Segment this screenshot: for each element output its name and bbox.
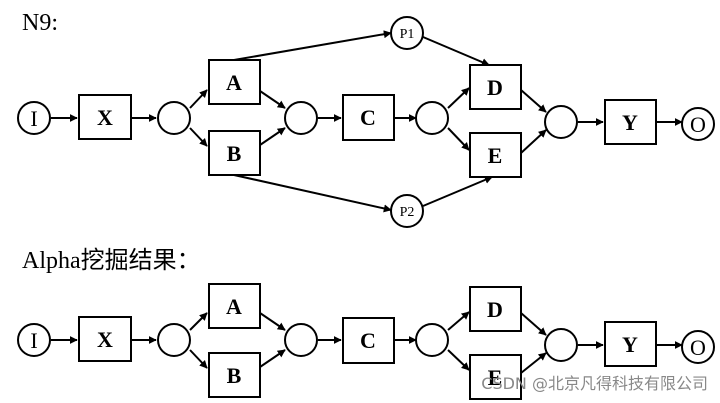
transition-c-label: C — [360, 328, 376, 353]
arc-d-p — [520, 312, 547, 336]
place-y-in — [544, 105, 578, 139]
transition-a-label: A — [226, 70, 242, 95]
alpha-title: Alpha挖掘结果： — [22, 247, 201, 274]
transition-x-label: X — [97, 327, 113, 352]
transition-d — [469, 286, 522, 332]
place-i — [17, 323, 51, 357]
alpha-net: I O X A B C D E Y — [17, 283, 715, 400]
arc-p-d — [447, 311, 470, 331]
transition-b — [208, 352, 261, 398]
arc-d-p — [520, 89, 547, 113]
place-i-label: I — [30, 106, 37, 131]
arc-a-p — [259, 90, 286, 109]
place-o — [681, 330, 715, 364]
arc-a-p — [259, 312, 286, 331]
arc-b-p2 — [233, 174, 392, 213]
transition-e — [469, 132, 522, 178]
place-y-in — [544, 328, 578, 362]
place-c-out — [415, 101, 449, 135]
transition-d-label: D — [487, 297, 503, 322]
place-c-out — [415, 323, 449, 357]
n9-title: N9: — [22, 10, 58, 36]
place-i-label: I — [30, 328, 37, 353]
transition-d — [469, 64, 522, 110]
place-p1-label: P1 — [400, 27, 415, 42]
transition-x-label: X — [97, 105, 113, 130]
transition-e-label: E — [488, 143, 503, 168]
arc-p-e — [447, 349, 470, 371]
transition-y — [604, 99, 657, 145]
arc-p1-d — [422, 36, 490, 66]
arc-p-e — [447, 127, 470, 151]
transition-y-label: Y — [622, 332, 638, 357]
transition-c — [342, 317, 395, 364]
transition-x — [78, 316, 132, 362]
transition-e-label: E — [488, 365, 503, 390]
arc-a-p1 — [233, 30, 392, 61]
transition-e — [469, 354, 522, 400]
transition-c — [342, 94, 395, 141]
place-o-label: O — [690, 112, 706, 137]
transition-c-label: C — [360, 105, 376, 130]
place-o-label: O — [690, 335, 706, 360]
arc-p-a — [189, 312, 208, 331]
place-i — [17, 101, 51, 135]
transition-b-label: B — [227, 141, 242, 166]
arc-e-p — [520, 352, 547, 374]
place-p2-label: P2 — [400, 205, 415, 220]
place-p1 — [390, 16, 424, 50]
place-p2 — [390, 194, 424, 228]
watermark-text: CSDN @北京凡得科技有限公司 — [481, 374, 708, 393]
transition-y-label: Y — [622, 110, 638, 135]
arc-b-p — [259, 127, 286, 146]
arc-b-p — [259, 349, 286, 368]
place-x-out — [157, 323, 191, 357]
arc-p-a — [189, 89, 208, 109]
arc-e-p — [520, 129, 547, 154]
place-c-in — [284, 101, 318, 135]
n9-net: I O P1 P2 X A B C D E Y — [17, 16, 715, 228]
arc-p-b — [189, 127, 208, 147]
transition-d-label: D — [487, 75, 503, 100]
transition-y — [604, 321, 657, 367]
transition-b — [208, 130, 261, 176]
place-c-in — [284, 323, 318, 357]
arc-p-d — [447, 87, 470, 109]
arc-p-b — [189, 349, 208, 369]
arc-p2-e — [422, 176, 493, 207]
place-o — [681, 107, 715, 141]
transition-a-label: A — [226, 294, 242, 319]
transition-x — [78, 94, 132, 140]
place-x-out — [157, 101, 191, 135]
transition-a — [208, 283, 261, 329]
transition-a — [208, 59, 261, 105]
transition-b-label: B — [227, 363, 242, 388]
